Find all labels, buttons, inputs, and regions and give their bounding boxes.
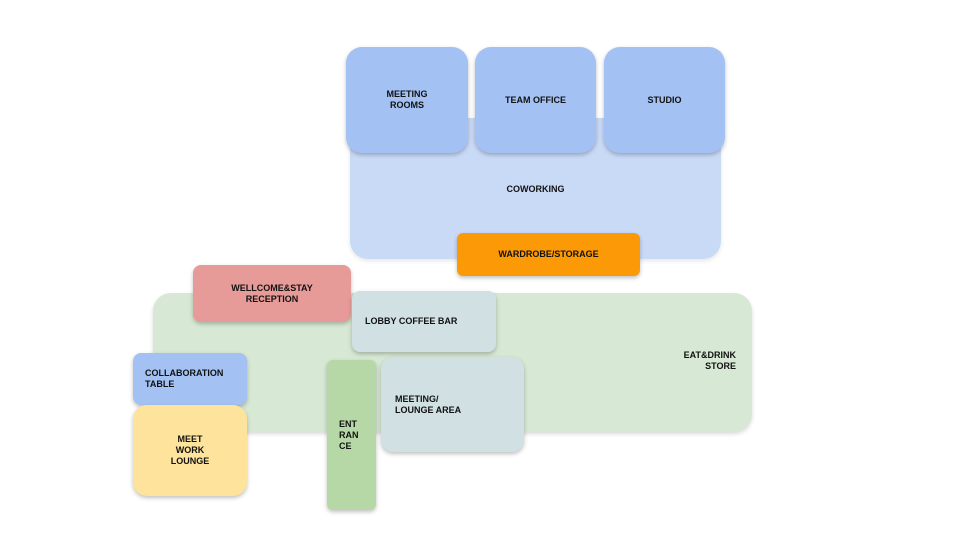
welcome-reception-zone: WELLCOME&STAY RECEPTION: [193, 265, 351, 322]
wardrobe-storage-zone: WARDROBE/STORAGE: [457, 233, 640, 276]
collaboration-table-zone: COLLABORATION TABLE: [133, 353, 247, 405]
team-office-zone: TEAM OFFICE: [475, 47, 596, 153]
meet-work-lounge-zone: MEET WORK LOUNGE: [133, 405, 247, 496]
lobby-coffee-bar-zone: LOBBY COFFEE BAR: [352, 291, 496, 352]
meeting-rooms-zone: MEETING ROOMS: [346, 47, 468, 153]
entrance-zone: ENT RAN CE: [327, 360, 376, 510]
studio-zone: STUDIO: [604, 47, 725, 153]
meeting-lounge-area-zone: MEETING/ LOUNGE AREA: [381, 357, 524, 452]
